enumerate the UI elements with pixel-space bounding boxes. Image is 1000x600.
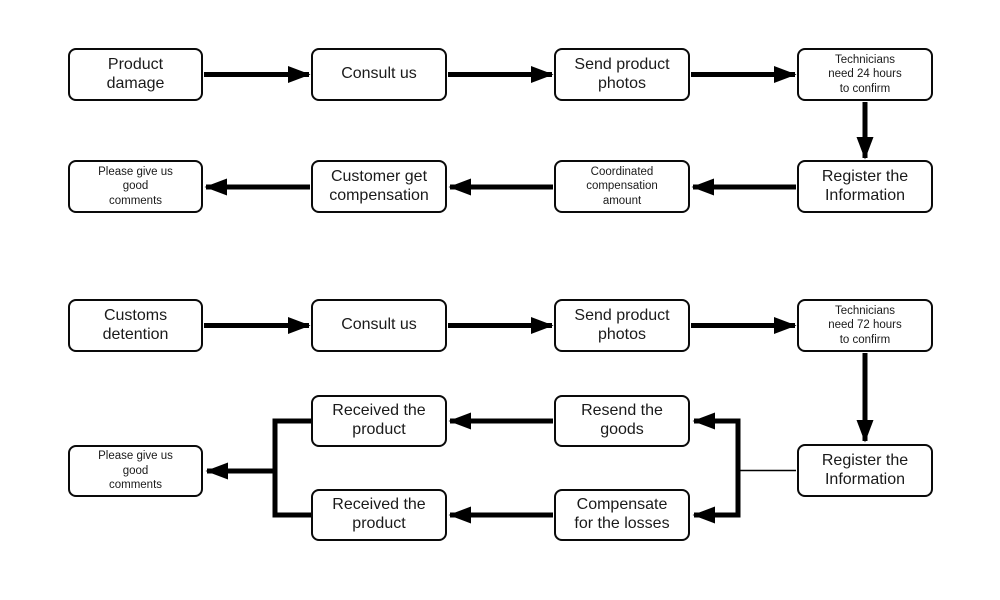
node-consult-us-2: Consult us — [311, 299, 447, 352]
node-compensate-for-losses: Compensate for the losses — [554, 489, 690, 541]
node-coordinated-compensation: Coordinated compensation amount — [554, 160, 690, 213]
node-register-information-2: Register the Information — [797, 444, 933, 497]
node-technicians-72h: Technicians need 72 hours to confirm — [797, 299, 933, 352]
node-received-the-product-a: Received the product — [311, 395, 447, 447]
node-resend-the-goods: Resend the goods — [554, 395, 690, 447]
node-consult-us-1: Consult us — [311, 48, 447, 101]
node-send-product-photos-1: Send product photos — [554, 48, 690, 101]
node-received-the-product-b: Received the product — [311, 489, 447, 541]
node-customs-detention: Customs detention — [68, 299, 203, 352]
node-product-damage: Product damage — [68, 48, 203, 101]
node-register-information-1: Register the Information — [797, 160, 933, 213]
node-customer-get-compensation: Customer get compensation — [311, 160, 447, 213]
node-technicians-24h: Technicians need 24 hours to confirm — [797, 48, 933, 101]
node-please-good-comments-1: Please give us good comments — [68, 160, 203, 213]
node-please-good-comments-2: Please give us good comments — [68, 445, 203, 497]
node-send-product-photos-2: Send product photos — [554, 299, 690, 352]
